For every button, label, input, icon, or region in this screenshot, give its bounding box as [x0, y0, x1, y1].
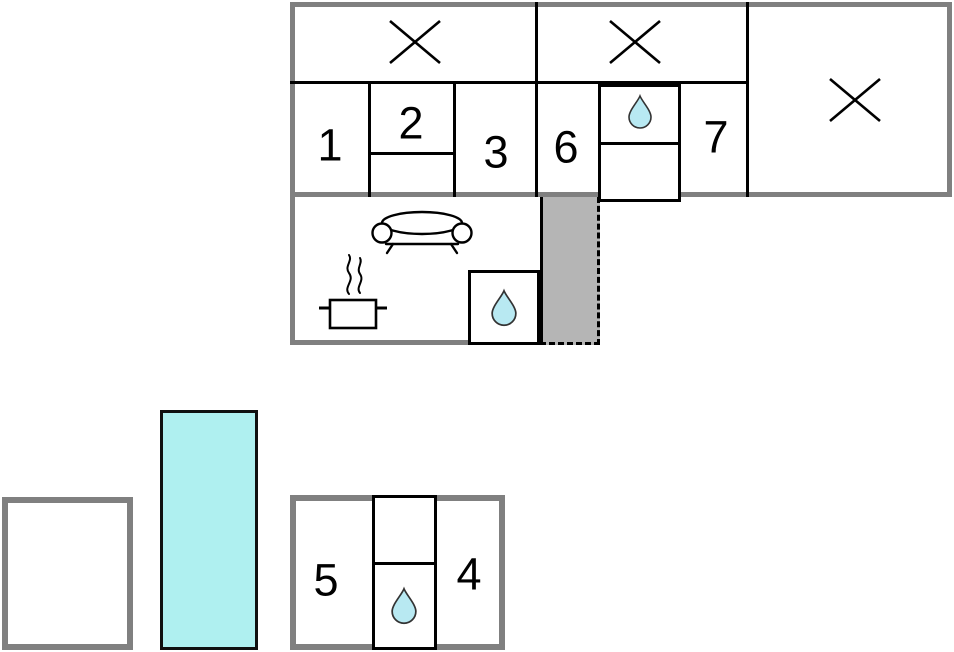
wall-room1-room2 [368, 84, 371, 197]
room-2-label: 2 [398, 97, 424, 149]
wall-vertical-right-room [746, 2, 749, 197]
room-3-label: 3 [483, 126, 509, 178]
water-drop-icon [391, 586, 417, 625]
sofa-icon [371, 210, 473, 255]
water-drop-icon [628, 93, 652, 129]
water-drop-icon [491, 288, 517, 327]
room-6-label: 6 [553, 121, 579, 173]
cooking-pot-icon [319, 254, 387, 330]
window-x-icon [829, 78, 881, 122]
room-7-label: 7 [703, 111, 729, 163]
window-x-icon [609, 20, 661, 64]
bathroom-inner-divider [601, 142, 678, 145]
room-1-label: 1 [317, 119, 343, 171]
annex-inner-divider [375, 562, 434, 565]
room2-inner-divider [371, 152, 453, 155]
wall-vertical-center [535, 2, 538, 197]
wall-room2-room3 [453, 84, 456, 197]
annex-middle-box [372, 495, 437, 650]
outbuilding-box [2, 497, 133, 650]
window-x-icon [389, 20, 441, 64]
wall-horizontal-top-row [290, 81, 748, 84]
room-5-label: 5 [313, 554, 339, 606]
room-4-label: 4 [456, 548, 482, 600]
stairs-area [540, 197, 600, 345]
pool [160, 410, 258, 650]
